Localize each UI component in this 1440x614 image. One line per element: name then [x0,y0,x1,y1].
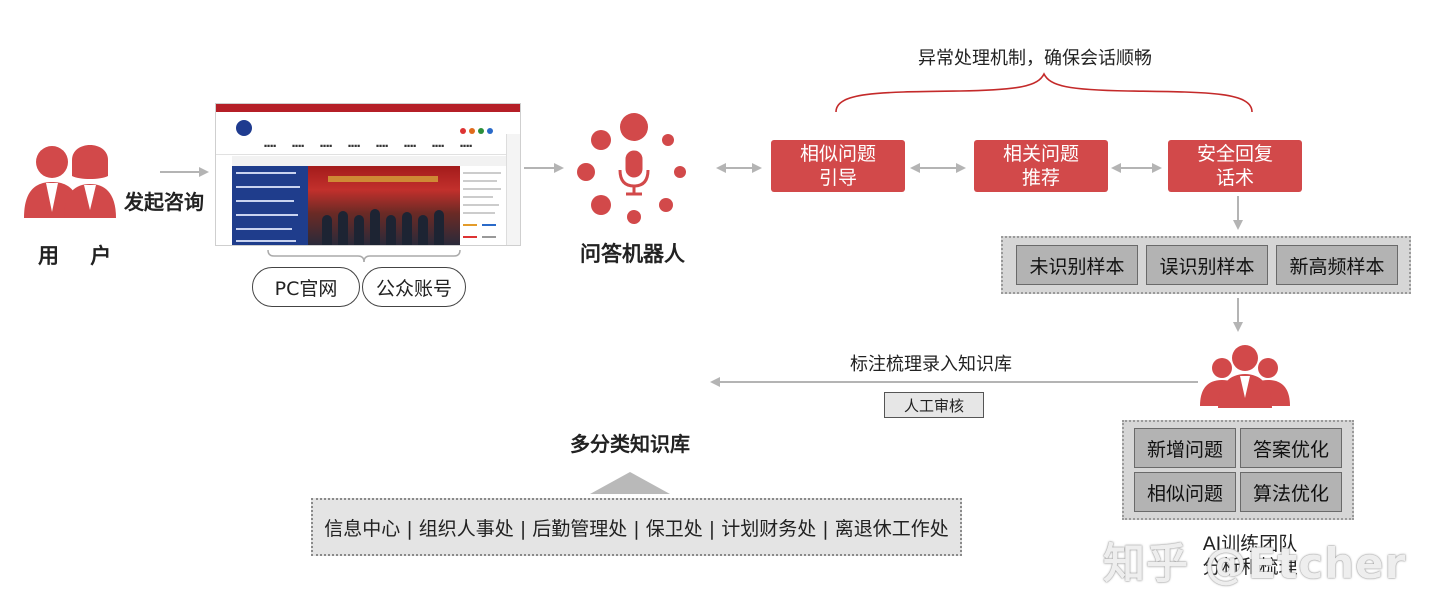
website-screenshot: ▪▪▪▪▪▪▪▪ ▪▪▪▪▪▪▪▪ ▪▪▪▪▪▪▪▪ ▪▪▪▪▪▪▪▪ [216,104,520,245]
up-arrow-icon [590,472,670,494]
microphone-icon [620,152,648,194]
channel-label: PC官网 [275,274,338,301]
strategy-line1: 相似问题 [800,142,876,166]
user-label: 用 户 [38,240,123,270]
sample-new-frequent: 新高频样本 [1276,245,1398,285]
channel-bracket [268,250,460,262]
website-photo [308,166,460,245]
channel-wechat-account: 公众账号 [362,267,466,307]
watermark: 知乎 @Etcher [1103,530,1406,591]
channel-pc-website: PC官网 [252,267,360,307]
university-logo [236,120,252,136]
task-similar-question: 相似问题 [1134,472,1236,512]
consult-label: 发起咨询 [124,186,204,215]
strategy-line2: 引导 [819,166,857,190]
strategy-line1: 相关问题 [1003,142,1079,166]
task-label: 算法优化 [1253,479,1329,506]
department-list: 信息中心 | 组织人事处 | 后勤管理处 | 保卫处 | 计划财务处 | 离退休… [324,514,948,541]
robot-label: 问答机器人 [580,238,685,268]
sample-unrecognized: 未识别样本 [1016,245,1138,285]
strategy-line2: 推荐 [1022,166,1060,190]
task-algorithm-optimize: 算法优化 [1240,472,1342,512]
knowledge-base-title: 多分类知识库 [570,428,690,457]
strategy-safe-reply: 安全回复 话术 [1168,140,1302,192]
review-label: 人工审核 [904,395,964,416]
sample-label: 误识别样本 [1159,252,1254,279]
task-answer-optimize: 答案优化 [1240,428,1342,468]
user-group-icon [24,145,116,218]
channel-label: 公众账号 [376,274,452,301]
sample-label: 未识别样本 [1029,252,1124,279]
strategy-line1: 安全回复 [1197,142,1273,166]
task-label: 新增问题 [1147,435,1223,462]
sample-label: 新高频样本 [1289,252,1384,279]
exception-label: 异常处理机制，确保会话顺畅 [918,44,1152,70]
strategy-line2: 话术 [1216,166,1254,190]
exception-brace [836,74,1252,112]
manual-review-box: 人工审核 [884,392,984,418]
strategy-related-recommend: 相关问题 推荐 [974,140,1108,192]
strategy-similar-question: 相似问题 引导 [771,140,905,192]
sample-misrecognized: 误识别样本 [1146,245,1268,285]
department-bar: 信息中心 | 组织人事处 | 后勤管理处 | 保卫处 | 计划财务处 | 离退休… [311,498,962,556]
team-icon [1200,345,1290,408]
task-new-question: 新增问题 [1134,428,1236,468]
annotate-label: 标注梳理录入知识库 [850,350,1012,376]
task-label: 答案优化 [1253,435,1329,462]
task-label: 相似问题 [1147,479,1223,506]
